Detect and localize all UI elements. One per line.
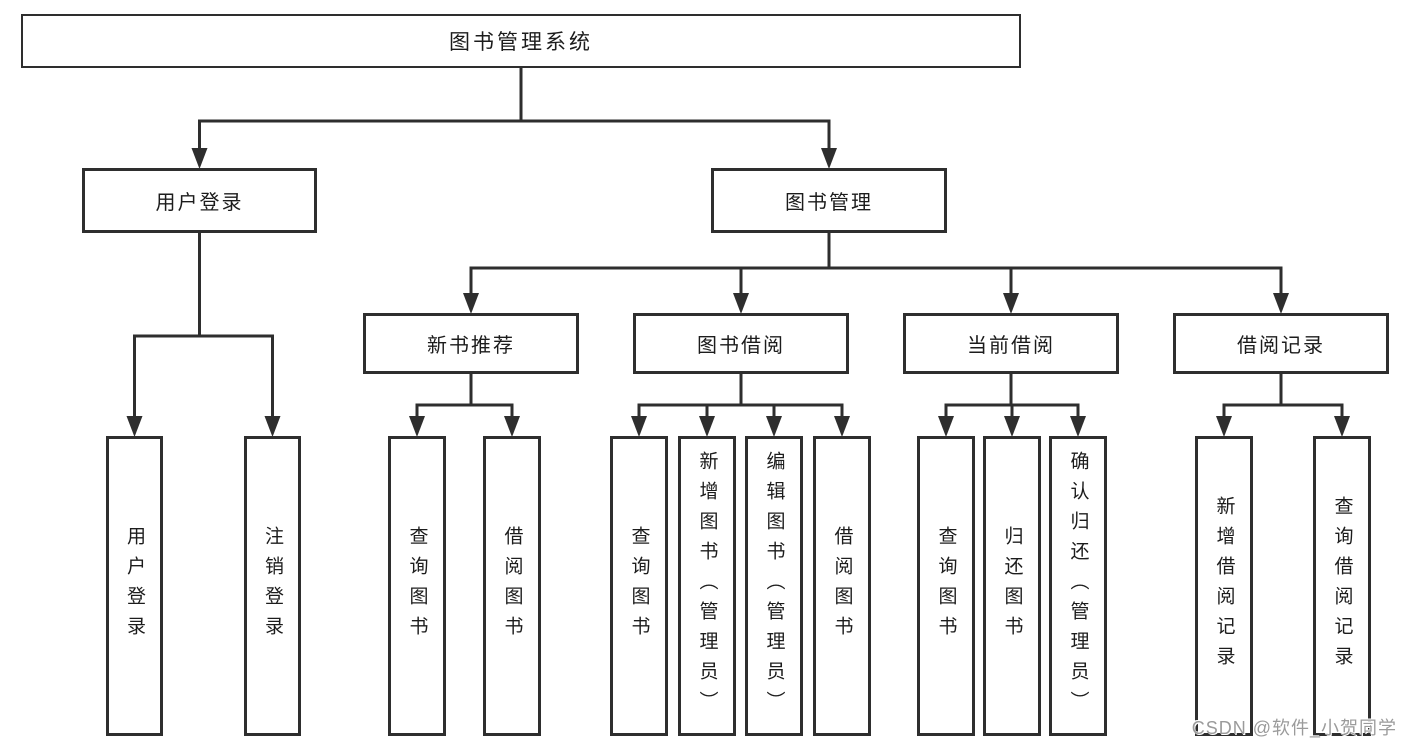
node-br-query: 查询借阅记录 — [1313, 436, 1371, 736]
node-bb-borrow: 借阅图书 — [813, 436, 871, 736]
node-book-mgmt: 图书管理 — [711, 168, 947, 233]
node-borrow-record: 借阅记录 — [1173, 313, 1389, 374]
node-bb-edit: 编辑图书（管理员） — [745, 436, 803, 736]
node-book-borrow: 图书借阅 — [633, 313, 849, 374]
node-login: 用户登录 — [106, 436, 163, 736]
node-cb-query: 查询图书 — [917, 436, 975, 736]
node-br-add: 新增借阅记录 — [1195, 436, 1253, 736]
node-current-borrow: 当前借阅 — [903, 313, 1119, 374]
node-new-book-rec: 新书推荐 — [363, 313, 579, 374]
watermark: CSDN @软件_小贺同学 — [1191, 718, 1397, 738]
node-cb-confirm: 确认归还（管理员） — [1049, 436, 1107, 736]
node-user-login: 用户登录 — [82, 168, 317, 233]
node-rec-query: 查询图书 — [388, 436, 446, 736]
node-root: 图书管理系统 — [21, 14, 1021, 68]
node-bb-query: 查询图书 — [610, 436, 668, 736]
node-rec-borrow: 借阅图书 — [483, 436, 541, 736]
node-logout: 注销登录 — [244, 436, 301, 736]
node-bb-add: 新增图书（管理员） — [678, 436, 736, 736]
node-cb-return: 归还图书 — [983, 436, 1041, 736]
